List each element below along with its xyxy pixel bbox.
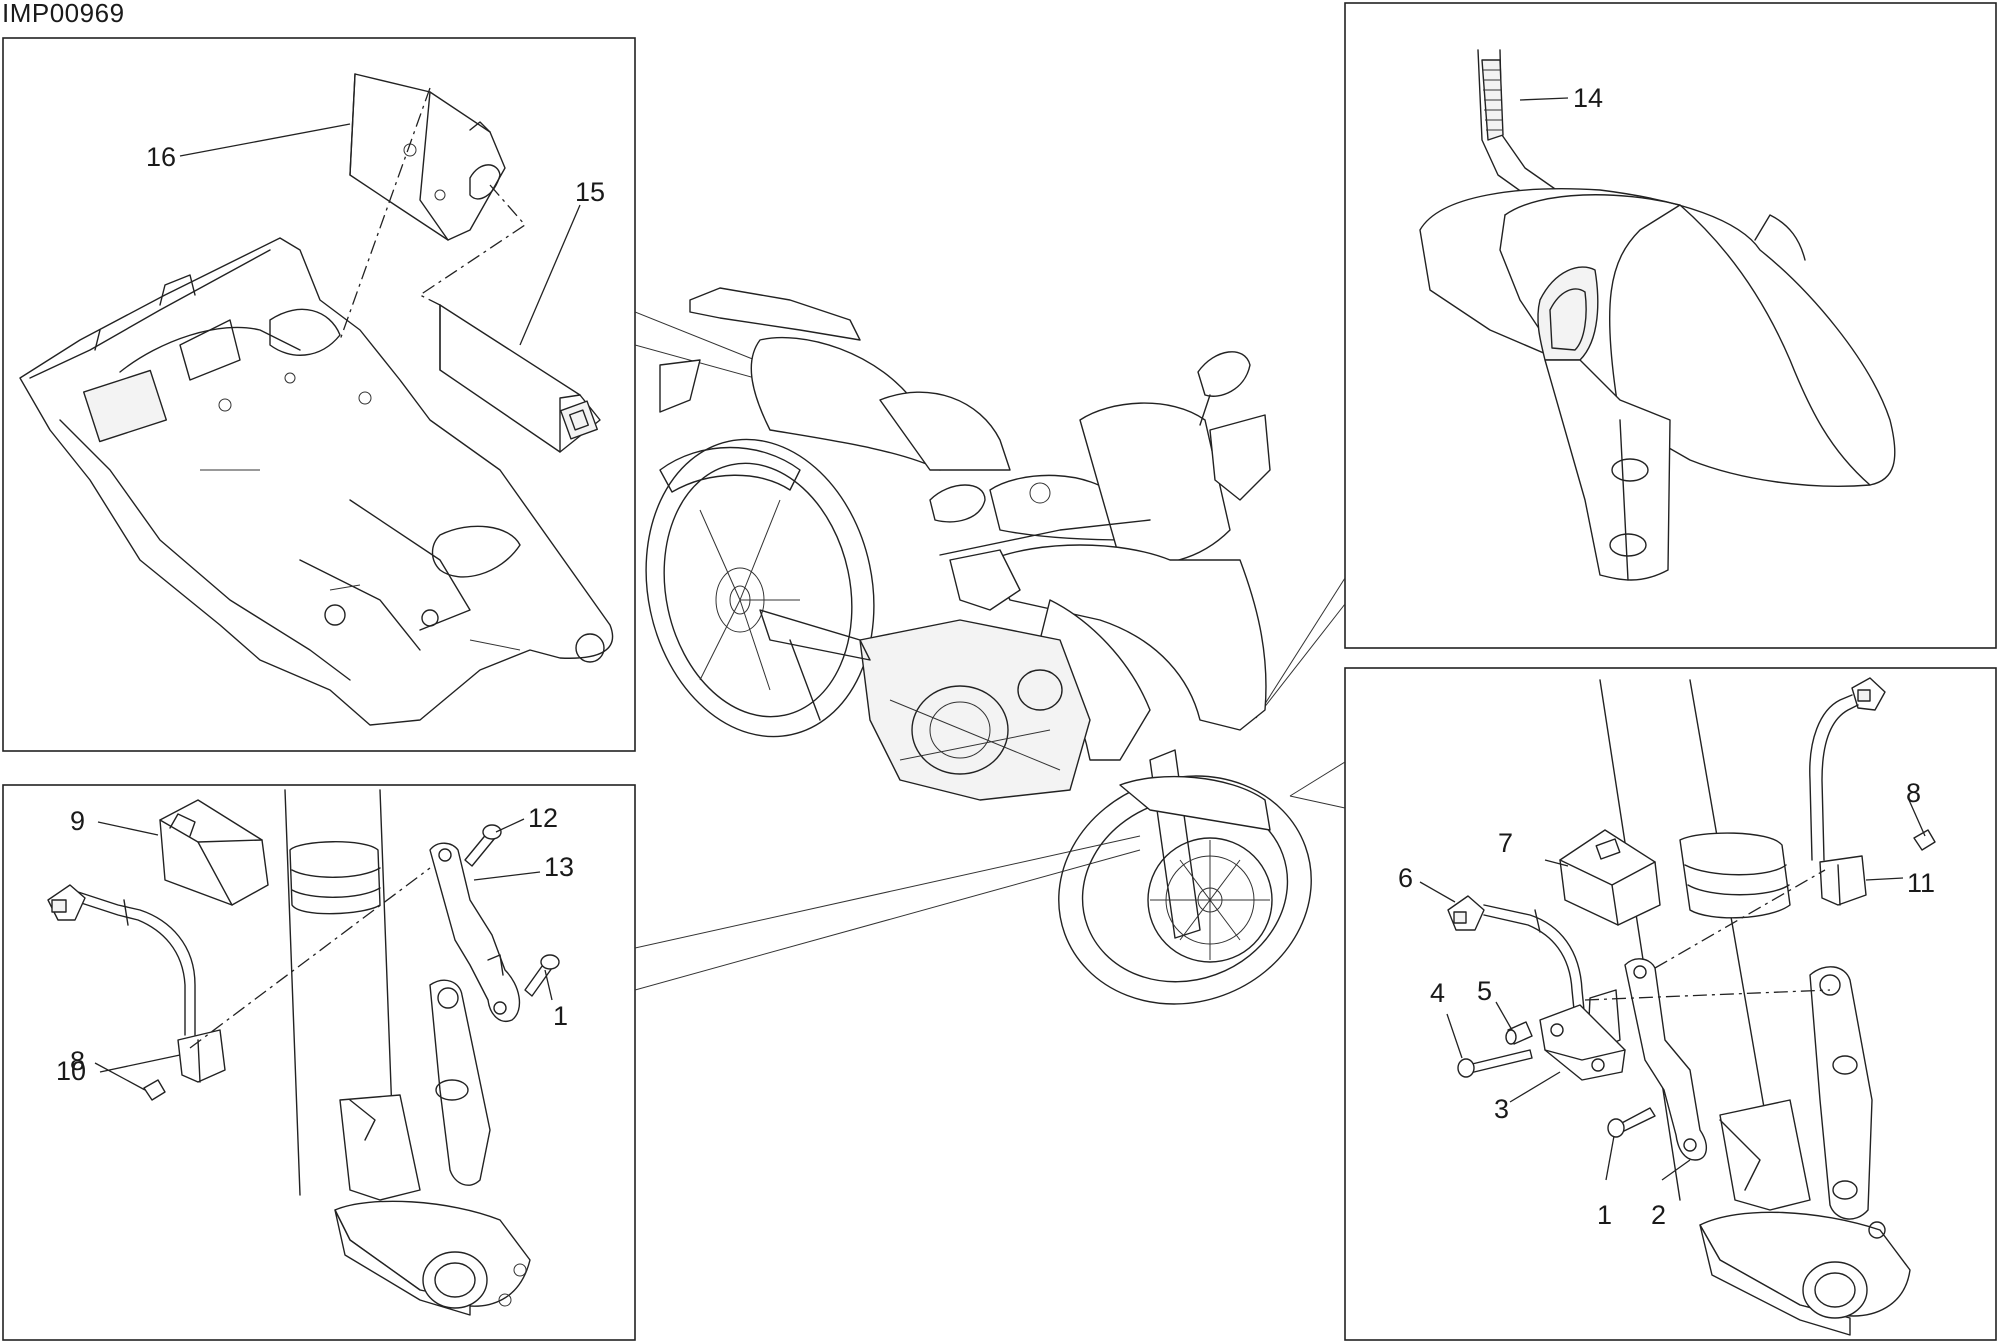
callout-4: 4 <box>1430 978 1445 1008</box>
part-13-sensor-bracket <box>429 842 521 1022</box>
assembly-line-sensor-left <box>189 867 431 1049</box>
part-10-speed-sensor <box>47 884 226 1083</box>
callout-1-left: 1 <box>553 1001 568 1031</box>
assembly-line-15 <box>418 184 526 306</box>
callout-16: 16 <box>146 142 176 172</box>
callout-13: 13 <box>544 852 574 882</box>
callout-11: 11 <box>1907 868 1935 898</box>
callout-15: 15 <box>575 177 605 207</box>
part-2-sensor-bracket <box>1624 958 1707 1161</box>
pin-5 <box>1505 1021 1533 1045</box>
callout-10: 10 <box>56 1056 86 1086</box>
right-fork-illustration <box>1599 679 1911 1336</box>
part-3-clamp <box>1539 1004 1626 1081</box>
assembly-line-sensor-right-upper <box>1654 869 1826 969</box>
bolt-12 <box>464 824 502 867</box>
callout-8-left: 8 <box>70 1046 85 1076</box>
panel-right-fork-sensor <box>1344 667 1997 1341</box>
callout-1-right: 1 <box>1597 1200 1612 1230</box>
part-6-speed-sensor <box>1447 895 1621 1051</box>
callout-12: 12 <box>528 803 558 833</box>
part-9-sensor-cover <box>159 799 269 906</box>
front-mudguard-illustration <box>1419 49 1896 581</box>
part-15-housing <box>439 304 601 453</box>
callout-leaders <box>94 97 1926 1181</box>
nut-8-left <box>143 1079 166 1101</box>
document-id: IMP00969 <box>2 0 125 28</box>
part-11-speed-sensor <box>1809 677 1886 906</box>
motorcycle-illustration <box>645 287 1312 1005</box>
bolt-1-right <box>1607 1107 1656 1138</box>
callout-5: 5 <box>1477 976 1492 1006</box>
assembly-line-16 <box>339 87 431 341</box>
callout-6: 6 <box>1398 863 1413 893</box>
rear-tray-illustration <box>19 237 614 726</box>
callout-14: 14 <box>1573 83 1603 113</box>
callout-labels: 16 15 14 9 12 13 1 8 10 8 11 7 6 5 4 3 1… <box>56 83 1935 1230</box>
assembly-line-sensor-right <box>1584 989 1831 1001</box>
callout-8-right: 8 <box>1906 778 1921 808</box>
callout-7: 7 <box>1498 828 1513 858</box>
left-fork-illustration <box>284 789 531 1316</box>
callout-9: 9 <box>70 806 85 836</box>
bolt-4 <box>1457 1049 1533 1078</box>
part-16-housing <box>349 73 506 241</box>
callout-3: 3 <box>1494 1094 1509 1124</box>
callout-2: 2 <box>1651 1200 1666 1230</box>
part-7-sensor-cover <box>1559 829 1661 926</box>
